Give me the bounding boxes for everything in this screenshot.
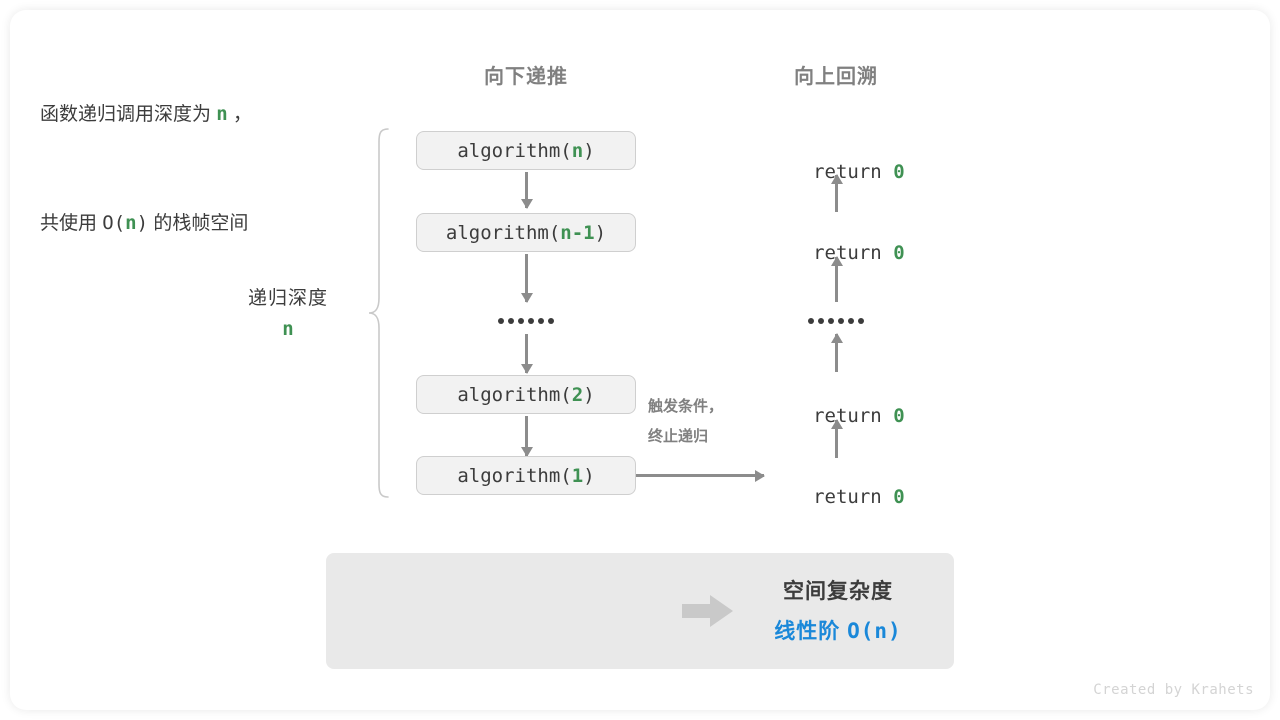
brace-icon: [368, 128, 389, 498]
summary-result-value-mono: O(n): [847, 619, 902, 643]
dot: [508, 318, 514, 324]
return-arrow-2: [835, 257, 838, 302]
call-arrow-3: [525, 334, 528, 373]
recursion-depth-label: 递归深度 n: [248, 283, 328, 340]
ellipsis-left: [498, 318, 554, 324]
dot: [818, 318, 824, 324]
summary-line2-b: 的栈帧空间: [148, 213, 249, 234]
call-arrow-4: [525, 416, 528, 456]
termination-note-line2: 终止递归: [648, 428, 709, 445]
dot: [858, 318, 864, 324]
dot: [498, 318, 504, 324]
return-value: 0: [893, 486, 905, 508]
summary-result-value-text: 线性阶: [774, 620, 848, 643]
dot: [828, 318, 834, 324]
return-arrow-1: [835, 175, 838, 212]
summary-line-2: 共使用 O(n) 的栈帧空间: [40, 205, 252, 242]
frame-box-n[interactable]: algorithm(n): [416, 131, 636, 170]
termination-note: 触发条件， 终止递归: [648, 392, 723, 452]
call-arrow-2: [525, 254, 528, 302]
dot: [548, 318, 554, 324]
frame-prefix: algorithm(: [445, 221, 561, 244]
return-keyword: return: [813, 405, 894, 427]
ellipsis-right: [808, 318, 864, 324]
summary-line2-a: 共使用: [40, 213, 103, 234]
frame-box-n-1[interactable]: algorithm(n-1): [416, 213, 636, 252]
frame-arg: n-1: [560, 221, 595, 244]
summary-line2-n: n: [125, 212, 137, 234]
return-keyword: return: [813, 486, 894, 508]
credit-text: Created by Krahets: [1093, 682, 1254, 698]
return-value: 0: [893, 161, 905, 183]
summary-arrow-icon: [682, 594, 734, 628]
summary-line1-a: 函数递归调用深度为: [40, 104, 217, 125]
frame-suffix: ): [583, 464, 595, 487]
dot: [848, 318, 854, 324]
summary-result: 空间复杂度 线性阶 O(n): [774, 575, 901, 645]
dot: [838, 318, 844, 324]
dot: [808, 318, 814, 324]
recursion-depth-text: 递归深度: [247, 288, 329, 309]
return-value: 0: [893, 242, 905, 264]
return-label-4: return 0: [767, 464, 905, 530]
recursion-depth-value: n: [282, 318, 294, 340]
dot: [528, 318, 534, 324]
frame-prefix: algorithm(: [457, 464, 572, 487]
return-keyword: return: [813, 161, 894, 183]
termination-note-line1: 触发条件，: [648, 398, 724, 415]
summary-line1-b: ，: [227, 104, 253, 125]
return-value: 0: [893, 405, 905, 427]
summary-line-1: 函数递归调用深度为 n ，: [40, 96, 252, 133]
base-case-arrow: [636, 474, 764, 477]
summary-result-value: 线性阶 O(n): [774, 615, 901, 645]
frame-box-2[interactable]: algorithm(2): [416, 375, 636, 414]
frame-arg: n: [571, 139, 584, 162]
frame-prefix: algorithm(: [457, 139, 572, 162]
summary-result-title: 空间复杂度: [782, 580, 893, 603]
summary-line1-n: n: [216, 103, 228, 125]
depth-brace: [368, 128, 390, 498]
summary-description: 函数递归调用深度为 n ， 共使用 O(n) 的栈帧空间: [40, 24, 252, 314]
call-arrow-1: [525, 172, 528, 208]
frame-arg: 1: [571, 464, 584, 487]
return-keyword: return: [813, 242, 894, 264]
summary-line2-c: ): [136, 212, 149, 234]
dot: [518, 318, 524, 324]
frame-arg: 2: [571, 383, 584, 406]
frame-prefix: algorithm(: [457, 383, 572, 406]
column-header-ascend: 向上回溯: [794, 66, 878, 88]
frame-suffix: ): [583, 139, 595, 162]
return-arrow-3: [835, 334, 838, 372]
frame-box-1[interactable]: algorithm(1): [416, 456, 636, 495]
summary-line2-o: O(: [102, 212, 126, 234]
frame-suffix: ): [594, 221, 607, 244]
summary-box: [326, 553, 954, 669]
right-arrow-icon: [682, 595, 733, 627]
dot: [538, 318, 544, 324]
return-arrow-4: [835, 420, 838, 458]
frame-suffix: ): [583, 383, 595, 406]
column-header-descend: 向下递推: [484, 66, 568, 88]
